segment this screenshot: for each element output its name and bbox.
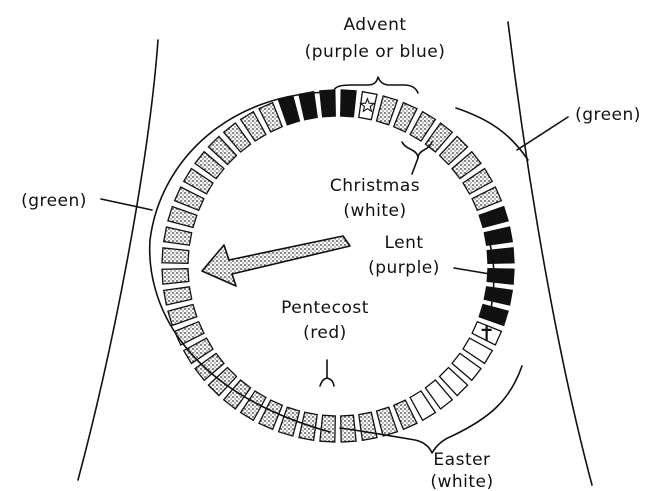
week-tile [479, 305, 508, 326]
green-right-label: (green) [575, 105, 641, 125]
week-tile [359, 92, 377, 120]
week-tile [299, 412, 317, 440]
pentecost-title: Pentecost [281, 298, 369, 318]
week-tile [168, 305, 197, 326]
week-tile [359, 412, 377, 440]
christmas-title: Christmas [330, 176, 420, 196]
lent-color: (purple) [368, 258, 440, 278]
week-tile [377, 407, 398, 436]
vestment-left-edge [78, 40, 158, 480]
week-tile [484, 287, 512, 305]
easter-title: Easter [433, 450, 490, 470]
week-tile [487, 269, 514, 284]
easter-color: (white) [430, 472, 493, 491]
week-tile [320, 90, 335, 117]
green-right-leader [517, 117, 568, 150]
pentecost-bracket [320, 378, 334, 386]
week-tile [320, 415, 335, 442]
week-tile [164, 287, 192, 305]
week-tile [479, 207, 508, 228]
green-left-label: (green) [21, 191, 87, 211]
advent-title: Advent [343, 15, 406, 35]
week-tile [162, 248, 189, 263]
week-tile [484, 227, 512, 245]
advent-color: (purple or blue) [305, 42, 446, 62]
christmas-leader [412, 158, 418, 174]
week-tile [377, 96, 398, 125]
pentecost-color: (red) [303, 323, 347, 343]
week-tile [164, 227, 192, 245]
green-right-bracket [456, 108, 528, 160]
week-tile [168, 207, 197, 228]
arrow-icon [202, 236, 350, 286]
christmas-color: (white) [343, 201, 406, 221]
lent-leader [454, 268, 490, 274]
week-tile [162, 269, 189, 284]
green-left-leader [101, 199, 152, 210]
week-tile [279, 96, 300, 125]
week-tile [299, 92, 317, 120]
week-tile [341, 90, 356, 117]
vestment-right-edge [508, 22, 592, 485]
lent-title: Lent [384, 233, 423, 253]
